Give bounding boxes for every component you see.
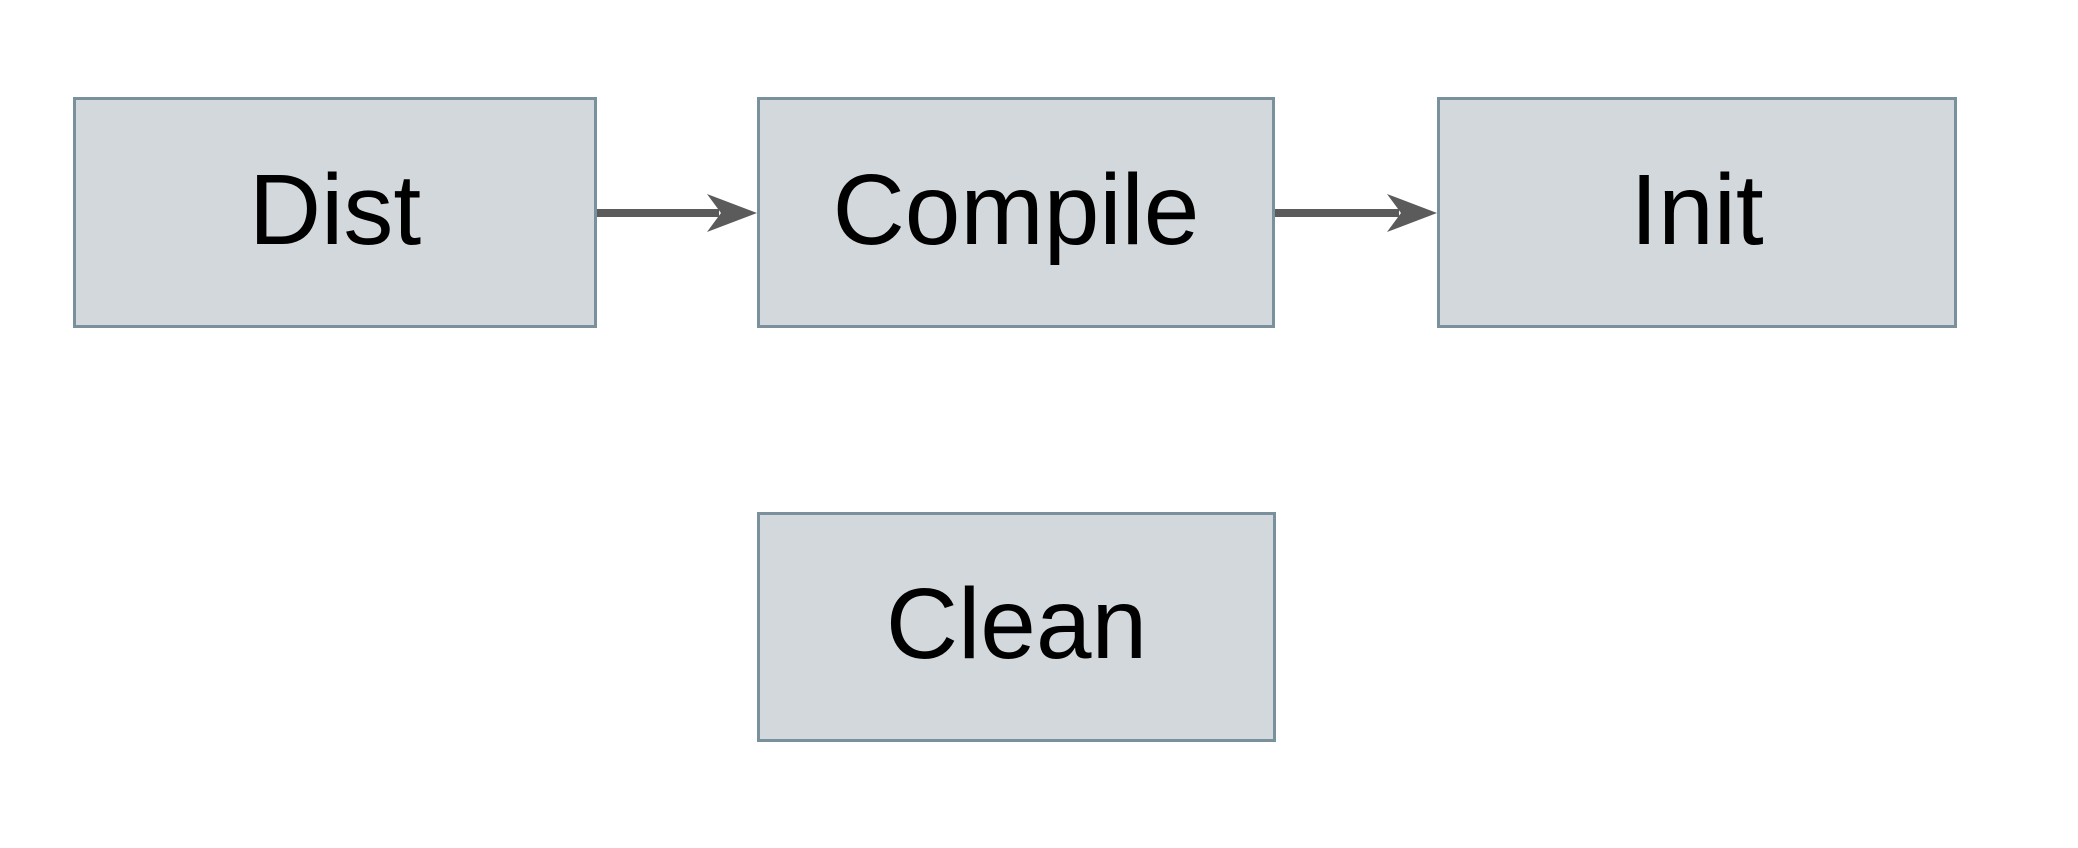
arrow-dist-to-compile [597,194,757,232]
node-compile: Compile [757,97,1275,328]
node-dist-label: Dist [248,153,422,266]
node-init-label: Init [1630,153,1764,266]
node-clean: Clean [757,512,1276,742]
node-compile-label: Compile [832,153,1200,266]
arrow-compile-to-init [1275,194,1437,232]
node-clean-label: Clean [885,568,1148,680]
node-dist: Dist [73,97,597,328]
node-init: Init [1437,97,1957,328]
